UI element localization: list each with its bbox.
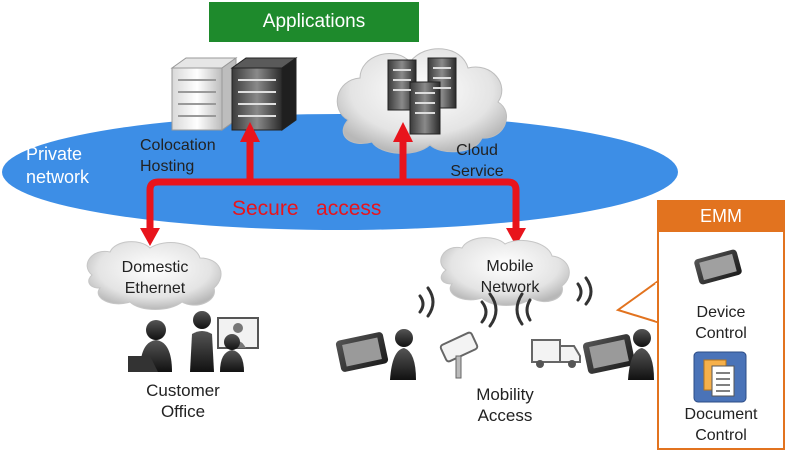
private-network-label: Private network: [26, 144, 90, 187]
device-control-label: Device Control: [695, 304, 747, 342]
cloud-server-icons: [387, 57, 457, 135]
domestic-ethernet-label: Domestic Ethernet: [121, 259, 189, 297]
document-control-label: Document Control: [684, 406, 758, 444]
emm-callout-pointer: [615, 280, 658, 324]
mobile-network-label: Mobile Network: [480, 258, 540, 296]
domestic-ethernet-cloud: [86, 241, 222, 310]
emm-tablet-icon: [694, 249, 742, 285]
arrowheads: [140, 122, 526, 246]
private-network-ellipse: [2, 114, 678, 230]
emm-title: EMM: [657, 200, 785, 232]
colocation-hosting-label: Colocation Hosting: [140, 137, 216, 175]
secure-access-path: [146, 138, 520, 228]
cloud-service-label: Cloud Service: [450, 142, 504, 180]
colocation-server-icons: [170, 57, 298, 131]
mobile-network-cloud: [440, 237, 570, 306]
mobility-access-icons: [335, 276, 654, 380]
customer-office-label: Customer Office: [146, 381, 220, 421]
mobility-access-label: Mobility Access: [476, 385, 534, 425]
customer-office-icons: [128, 311, 259, 372]
applications-label: Applications: [209, 2, 419, 42]
document-icon: [693, 351, 747, 403]
secure-access-label: Secure access: [232, 197, 382, 220]
